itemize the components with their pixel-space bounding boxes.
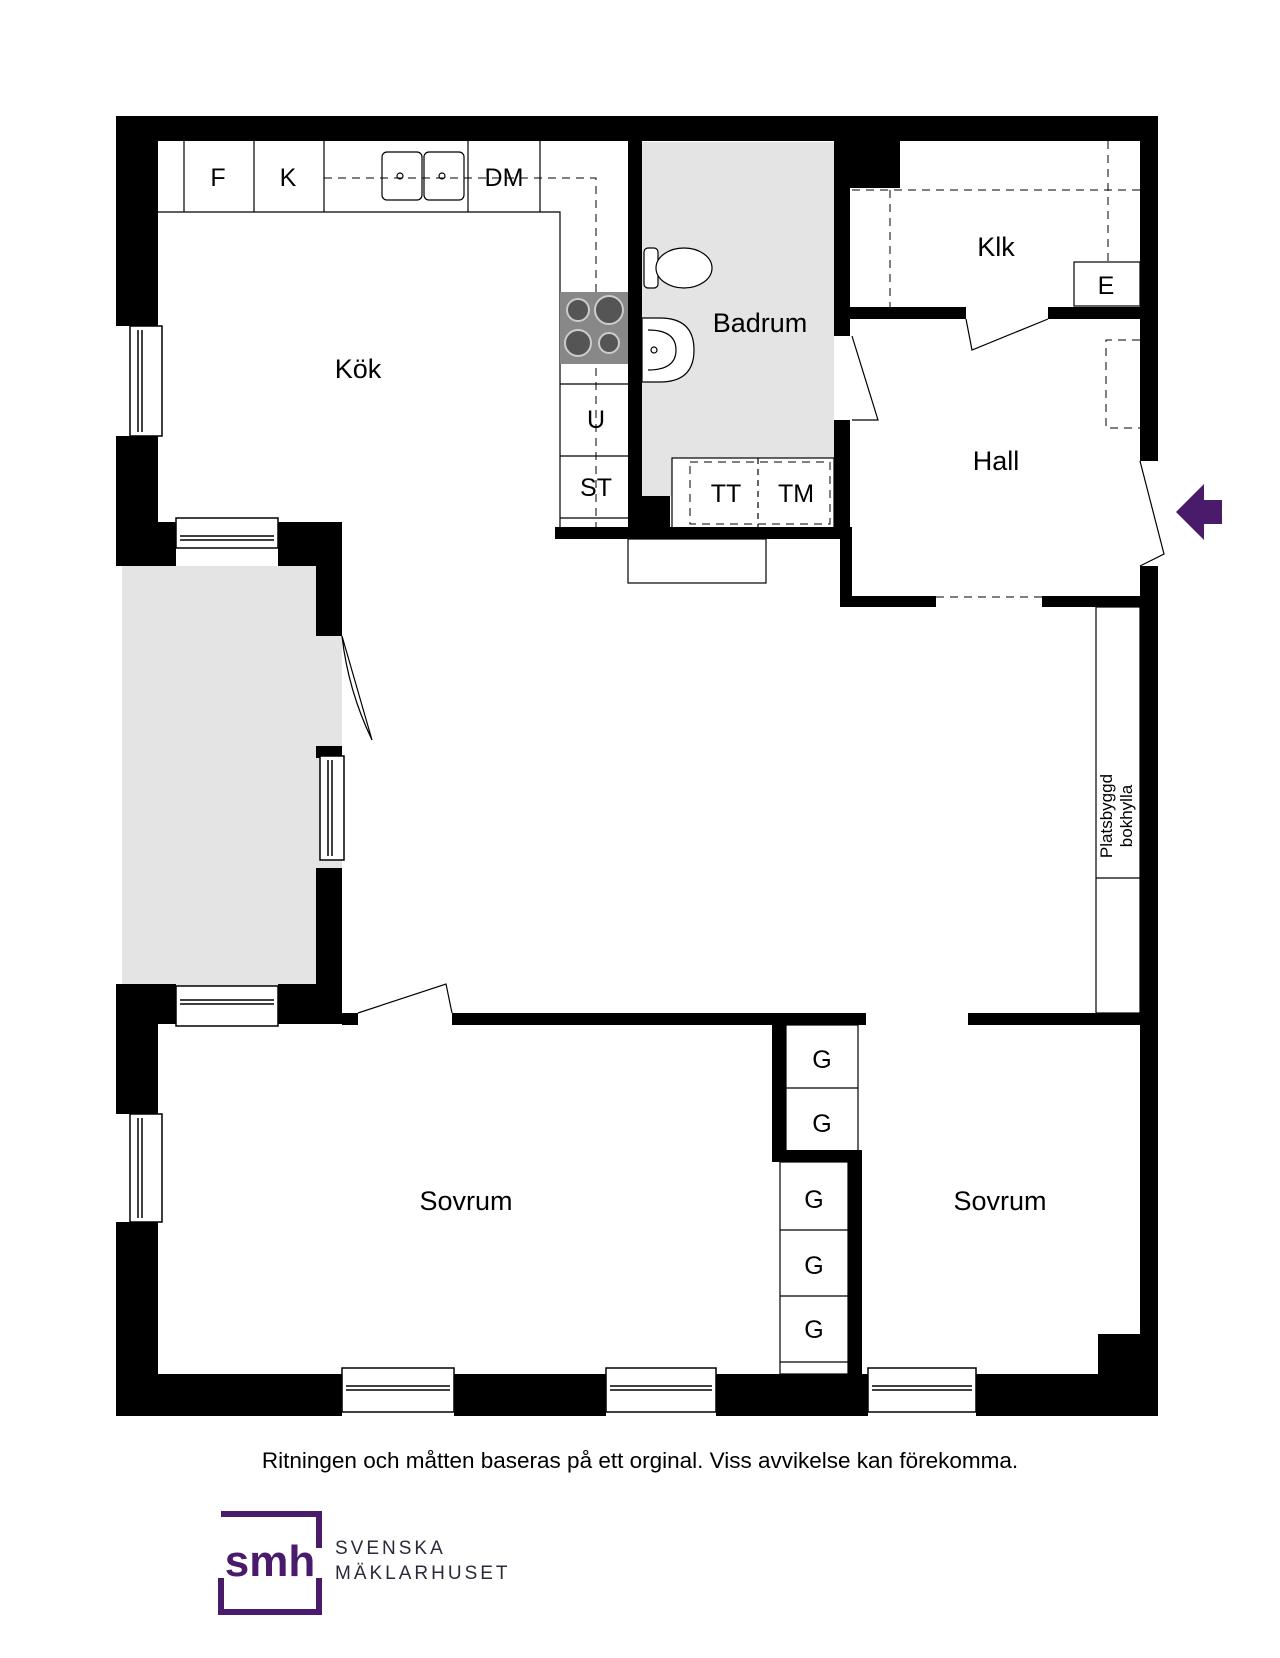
wardrobe-label: G — [804, 1186, 823, 1214]
room-label-hall: Hall — [973, 446, 1020, 476]
room-label-bedroom-left: Sovrum — [419, 1186, 512, 1216]
washbasin-icon — [641, 317, 695, 383]
toilet-icon — [643, 247, 713, 289]
doors — [341, 318, 1165, 1014]
disclaimer-text: Ritningen och måtten baseras på ett orgi… — [261, 1448, 1019, 1473]
fridge-label: F — [210, 164, 225, 192]
bathroom-floor — [642, 142, 834, 496]
smh-logo-mark: smh — [218, 1511, 322, 1615]
laundry-machines — [671, 457, 835, 529]
washer-label: TM — [778, 480, 814, 508]
oven-label: U — [587, 406, 605, 434]
company-logo: smh SVENSKA MÄKLARHUSET — [215, 1508, 535, 1618]
bookshelf-label-line1: Platsbyggd — [1097, 774, 1116, 858]
room-label-kitchen: Kök — [335, 354, 382, 384]
electric-cabinet — [1073, 261, 1141, 307]
logo-text-line1: SVENSKA — [335, 1538, 446, 1559]
electric-cabinet-label: E — [1098, 272, 1115, 300]
walls — [116, 116, 1158, 1416]
floor-plan: F K DM U ST TT TM E G G G G G Kök Badrum… — [116, 116, 1222, 1416]
kitchen-counter — [158, 141, 628, 527]
windows — [129, 325, 977, 1413]
cabinet-label: ST — [580, 474, 612, 502]
cabinet-outline — [627, 538, 767, 584]
wardrobe-label: G — [804, 1252, 823, 1280]
logo-text-line2: MÄKLARHUSET — [335, 1563, 511, 1584]
dryer-label: TT — [711, 480, 742, 508]
wardrobe-label: G — [804, 1316, 823, 1344]
wardrobe-label: G — [812, 1110, 831, 1138]
laundry-floor — [672, 458, 834, 528]
room-label-closet: Klk — [977, 232, 1015, 262]
dishwasher-label: DM — [485, 164, 524, 192]
balcony-floor — [122, 566, 342, 986]
room-label-bathroom: Badrum — [713, 308, 808, 338]
wardrobe-label: G — [812, 1046, 831, 1074]
room-label-bedroom-right: Sovrum — [953, 1186, 1046, 1216]
logo-mark-text: smh — [225, 1537, 315, 1586]
bookshelf-label-line2: bokhylla — [1117, 784, 1136, 847]
entrance-arrow-icon — [1176, 484, 1222, 540]
stove-icon — [560, 292, 628, 364]
freezer-label: K — [280, 164, 297, 192]
wardrobes — [779, 1024, 859, 1375]
bookshelf-outline — [1095, 606, 1141, 1014]
